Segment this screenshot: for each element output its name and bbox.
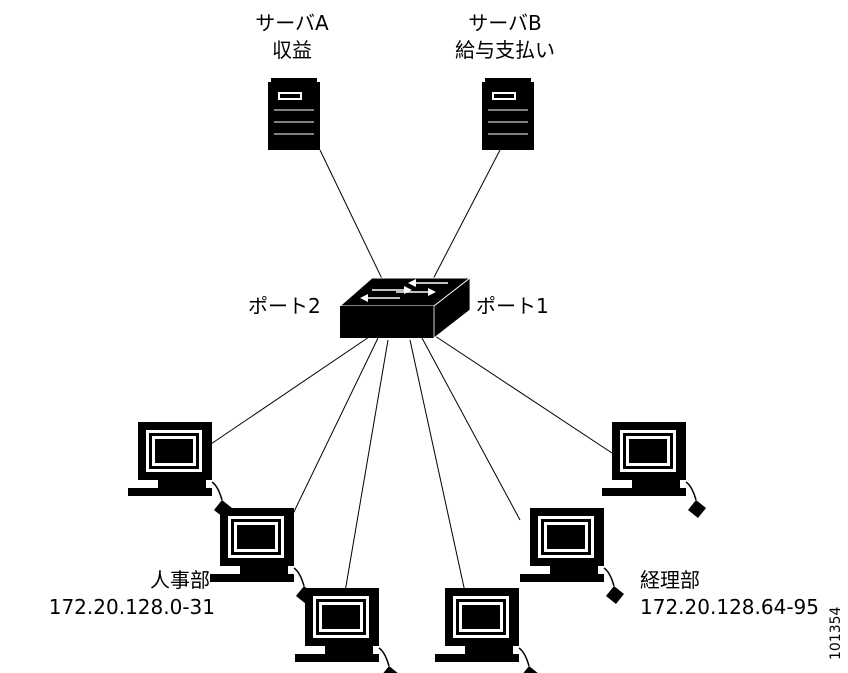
link-pc-2 <box>289 337 379 521</box>
server-a-icon <box>267 77 321 151</box>
switch-icon <box>338 277 472 339</box>
link-server-b <box>429 149 501 286</box>
pc-1-icon <box>127 421 233 519</box>
server-b-role: 給与支払い <box>455 38 555 62</box>
link-pc-1 <box>204 334 373 449</box>
pc-4-icon <box>434 587 540 673</box>
server-a-name: サーバA <box>255 11 329 35</box>
pc-6-icon <box>601 421 707 519</box>
hr-group-name: 人事部 <box>150 568 210 592</box>
figure-id: 101354 <box>828 606 844 660</box>
pc-2-icon <box>209 507 315 605</box>
server-b-name: サーバB <box>468 11 542 35</box>
accounting-group-name: 経理部 <box>640 568 700 592</box>
port-1-label: ポート1 <box>476 294 549 318</box>
link-pc-3 <box>344 339 389 593</box>
pc-3-icon <box>294 587 400 673</box>
accounting-group-subnet: 172.20.128.64-95 <box>640 595 819 619</box>
pc-5-icon <box>519 507 625 605</box>
server-b-icon <box>481 77 535 151</box>
link-pc-4 <box>409 339 466 593</box>
link-server-a <box>319 149 386 286</box>
hr-group-subnet: 172.20.128.0-31 <box>49 595 215 619</box>
link-pc-6 <box>431 333 616 456</box>
connection-lines <box>204 149 616 593</box>
link-pc-5 <box>421 337 521 521</box>
server-a-role: 収益 <box>272 38 312 62</box>
port-2-label: ポート2 <box>248 294 321 318</box>
